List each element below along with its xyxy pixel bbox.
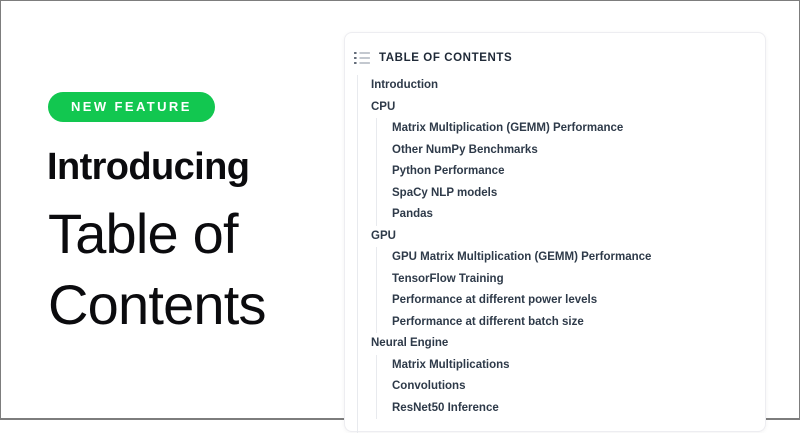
toc-panel: TABLE OF CONTENTS Introduction CPU Matri… [344,32,766,433]
toc-list: Introduction CPU Matrix Multiplication (… [357,75,765,433]
toc-sublist-neural-engine: Matrix Multiplications Convolutions ResN… [376,354,765,419]
toc-item-gpu[interactable]: GPU [371,229,396,242]
hero-title: Table of Contents [48,198,267,340]
hero-title-line-1: Table of [48,202,239,265]
toc-item-tensorflow-training[interactable]: TensorFlow Training [392,272,504,285]
toc-item-batch-size[interactable]: Performance at different batch size [392,315,584,328]
toc-panel-header: TABLE OF CONTENTS [354,50,765,65]
toc-item-introduction[interactable]: Introduction [371,79,439,91]
toc-item-numpy-benchmarks[interactable]: Other NumPy Benchmarks [392,143,538,156]
toc-item-cpu[interactable]: CPU [371,100,396,113]
toc-item-pandas[interactable]: Pandas [392,208,433,220]
toc-item-gemm-performance[interactable]: Matrix Multiplication (GEMM) Performance [392,122,624,134]
toc-panel-title: TABLE OF CONTENTS [379,51,513,64]
list-icon [354,51,370,64]
hero-title-line-2: Contents [48,273,267,336]
toc-item-python-performance[interactable]: Python Performance [392,165,505,177]
toc-sublist-gpu: GPU Matrix Multiplication (GEMM) Perform… [376,247,765,333]
toc-item-neural-engine[interactable]: Neural Engine [371,337,449,349]
toc-item-gpu-gemm-performance[interactable]: GPU Matrix Multiplication (GEMM) Perform… [392,251,652,263]
toc-item-power-levels[interactable]: Performance at different power levels [392,294,598,306]
toc-item-resnet50-inference[interactable]: ResNet50 Inference [392,401,499,414]
toc-item-spacy-nlp-models[interactable]: SpaCy NLP models [392,186,498,199]
toc-item-convolutions[interactable]: Convolutions [392,380,466,392]
hero-kicker: Introducing [47,146,250,188]
toc-item-matrix-multiplications[interactable]: Matrix Multiplications [392,358,510,371]
new-feature-badge: NEW FEATURE [48,92,215,122]
toc-sublist-cpu: Matrix Multiplication (GEMM) Performance… [376,118,765,226]
